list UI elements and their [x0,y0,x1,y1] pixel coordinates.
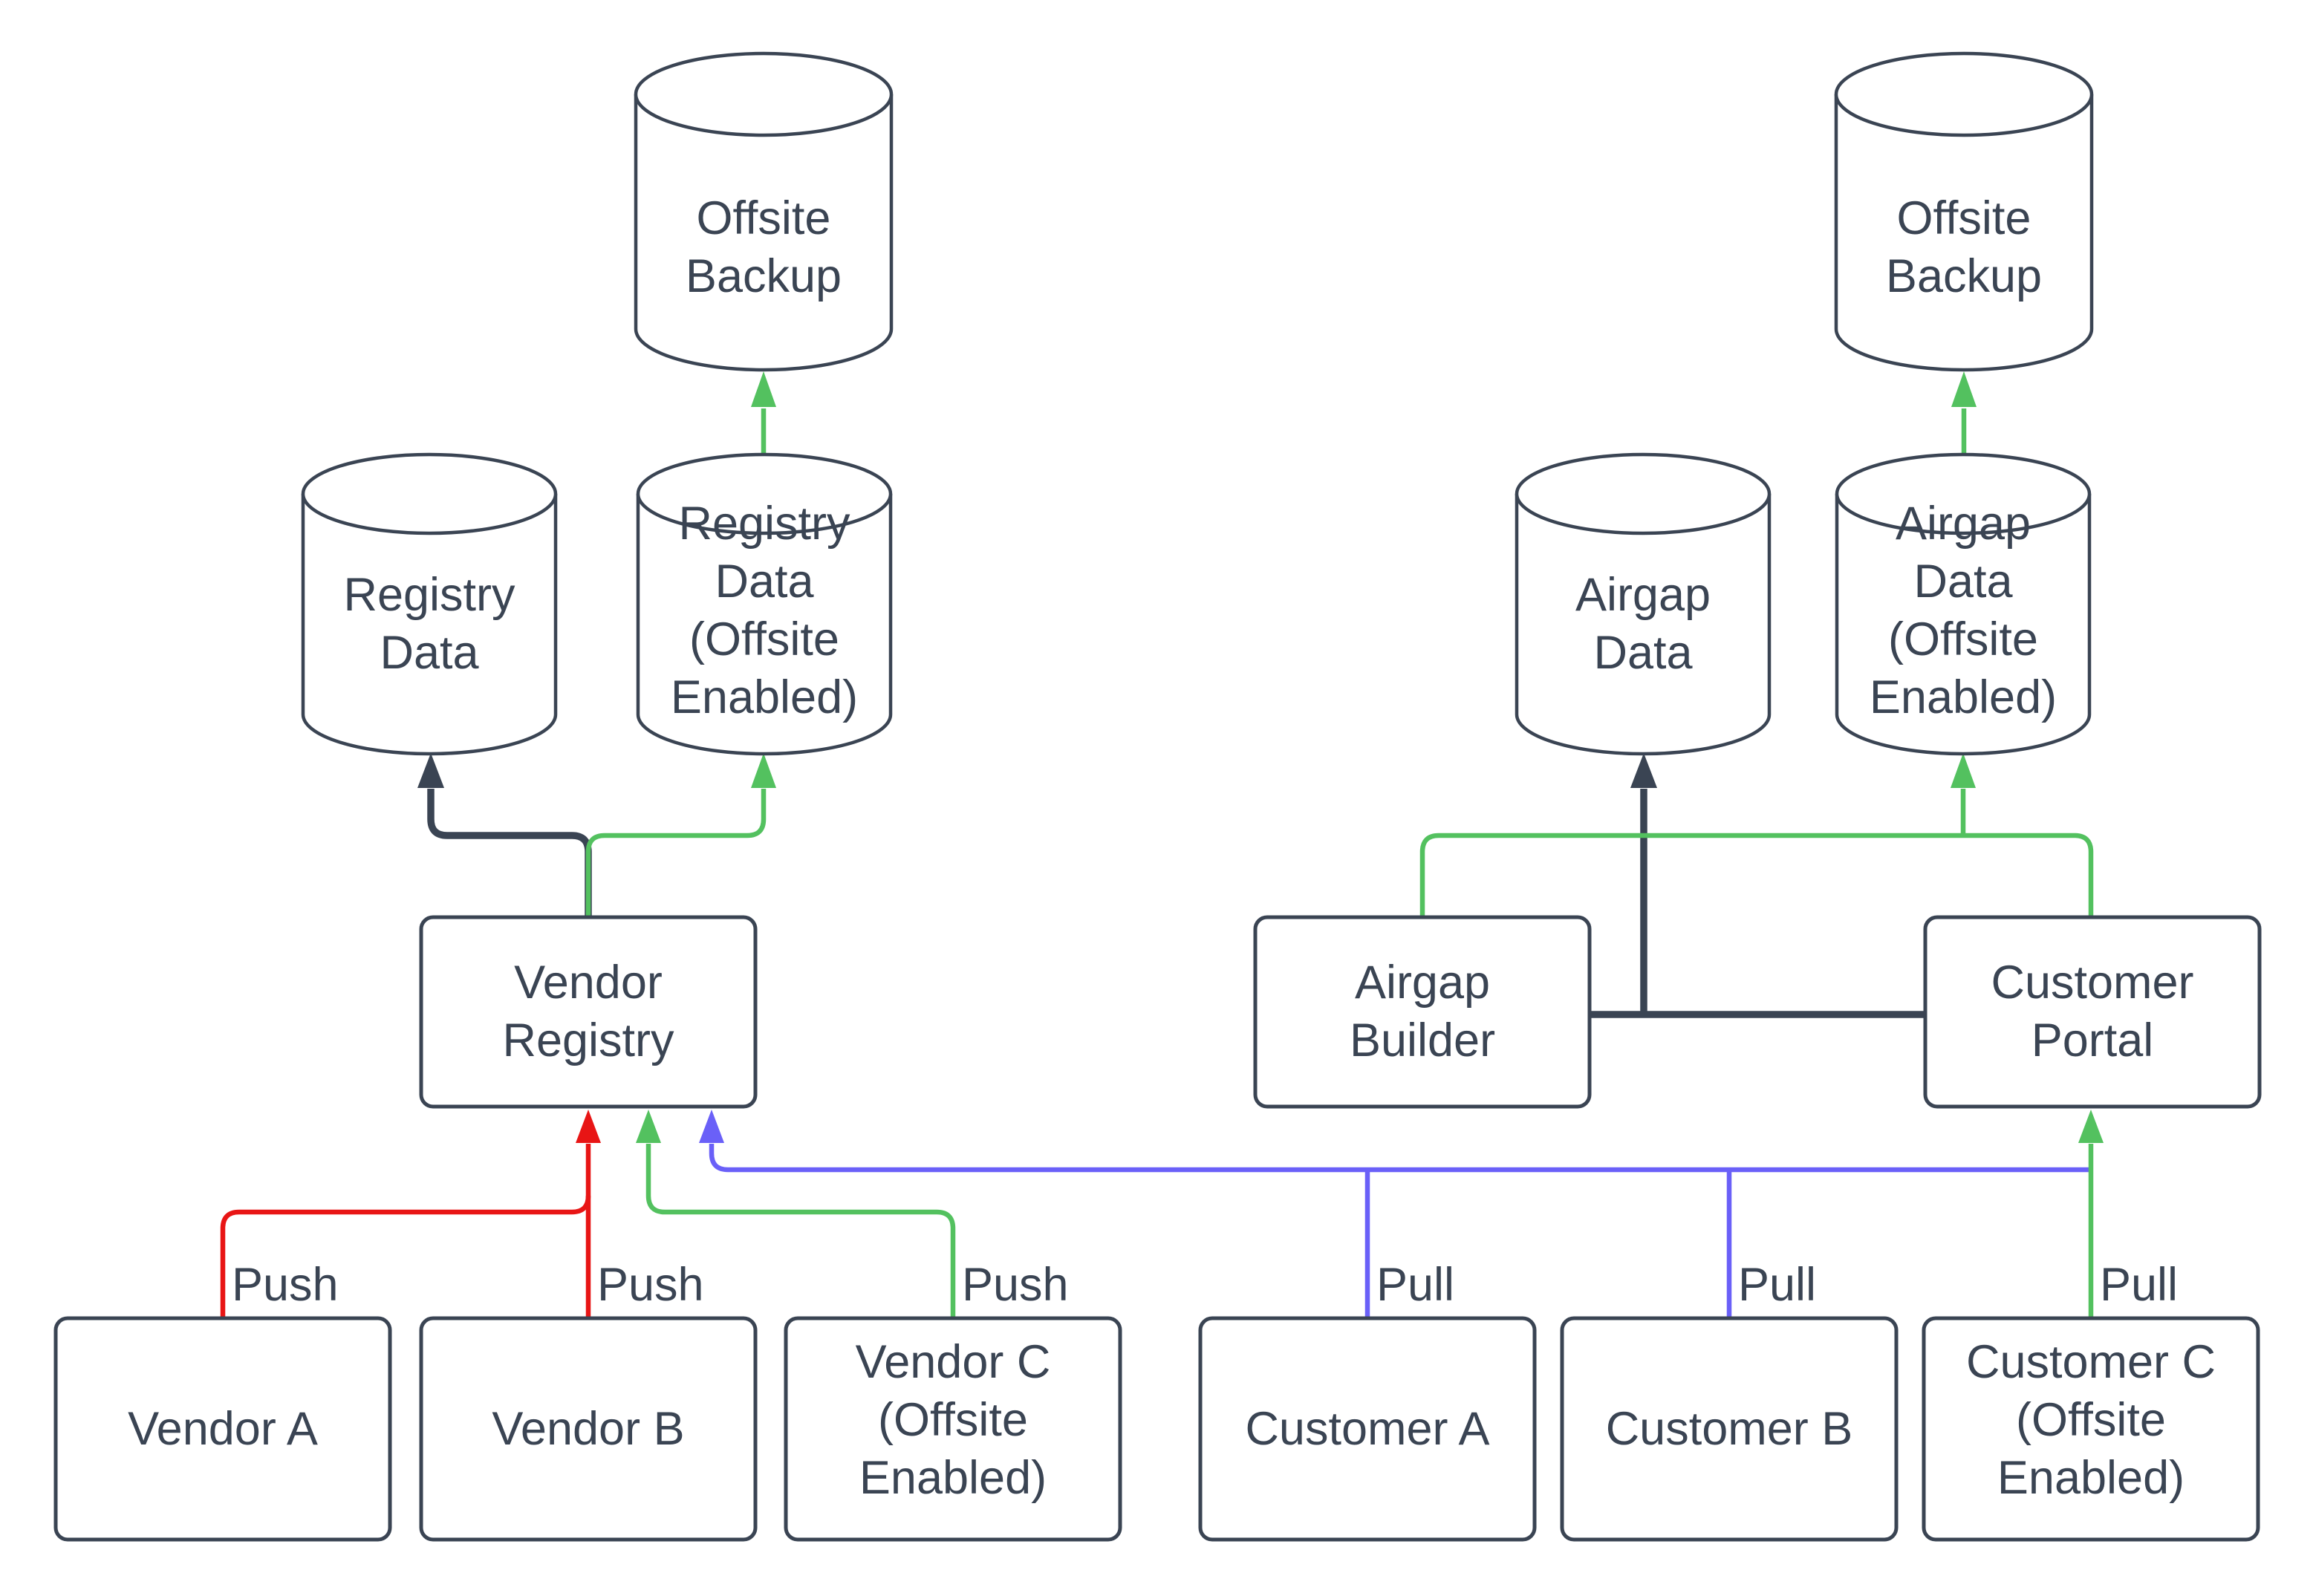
label-registry-data: Registry Data [343,569,515,679]
arrowhead-offsite-backup-right [1951,371,1977,407]
box-vendor-registry [419,915,758,1109]
edge-label-push-vendor-b: Push [597,1259,704,1311]
label-vendor-c: Vendor C (Offsite Enabled) [855,1336,1051,1504]
cylinder-registry-data [301,452,558,756]
box-customer-b [1560,1316,1899,1542]
box-airgap-builder [1253,915,1592,1109]
cylinder-airgap-data [1515,452,1772,756]
label-vendor-a: Vendor A [128,1403,318,1455]
label-offsite-backup-right: Offsite Backup [1885,192,2043,302]
arrowhead-pull-green [2078,1110,2104,1143]
label-airgap-builder: Airgap Builder [1349,957,1496,1066]
box-vendor-c [784,1316,1122,1542]
label-customer-a: Customer A [1245,1403,1490,1455]
box-vendor-a [53,1316,392,1542]
cylinder-offsite-backup-right [1834,51,2094,372]
box-customer-c [1922,1316,2260,1542]
edge-label-pull-customer-c: Pull [2100,1259,2179,1311]
edge-pull-main [709,1144,2089,1173]
arrowhead-push-green [636,1110,661,1143]
edge-label-push-vendor-a: Push [232,1259,339,1311]
arrowhead-push-red [576,1110,601,1143]
edge-vendor-registry-to-registry-data-offsite [585,789,767,919]
edge-label-pull-customer-b: Pull [1738,1259,1817,1311]
label-airgap-data: Airgap Data [1575,569,1711,679]
label-airgap-data-offsite: Airgap Data (Offsite Enabled) [1869,498,2057,723]
label-registry-data-offsite: Registry Data (Offsite Enabled) [670,498,859,723]
label-offsite-backup-left: Offsite Backup [685,192,842,302]
label-customer-b: Customer B [1605,1403,1853,1455]
arrowhead-airgap-data-offsite [1951,753,1976,788]
label-customer-c: Customer C (Offsite Enabled) [1965,1336,2216,1504]
arrowhead-offsite-backup-left [751,371,776,407]
arrowhead-registry-data-offsite [751,753,776,788]
cylinder-registry-data-offsite [636,452,893,756]
box-vendor-b [419,1316,758,1542]
label-vendor-b: Vendor B [492,1403,685,1455]
arrowhead-registry-data [417,753,444,788]
label-vendor-registry: Vendor Registry [502,957,674,1066]
box-customer-a [1198,1316,1537,1542]
arrowhead-pull-blue [699,1110,724,1143]
edge-portal-to-builder [1419,833,2094,916]
cylinder-airgap-data-offsite [1835,452,2092,756]
edge-push-vendor-c [645,1144,956,1317]
label-customer-portal: Customer Portal [1991,957,2194,1066]
edge-vendor-registry-to-registry-data [427,789,592,919]
arrowhead-airgap-data [1630,753,1657,788]
edge-label-push-vendor-c: Push [962,1259,1069,1311]
edge-label-pull-customer-a: Pull [1376,1259,1455,1311]
cylinder-offsite-backup-left [634,51,894,372]
box-customer-portal [1923,915,2262,1109]
